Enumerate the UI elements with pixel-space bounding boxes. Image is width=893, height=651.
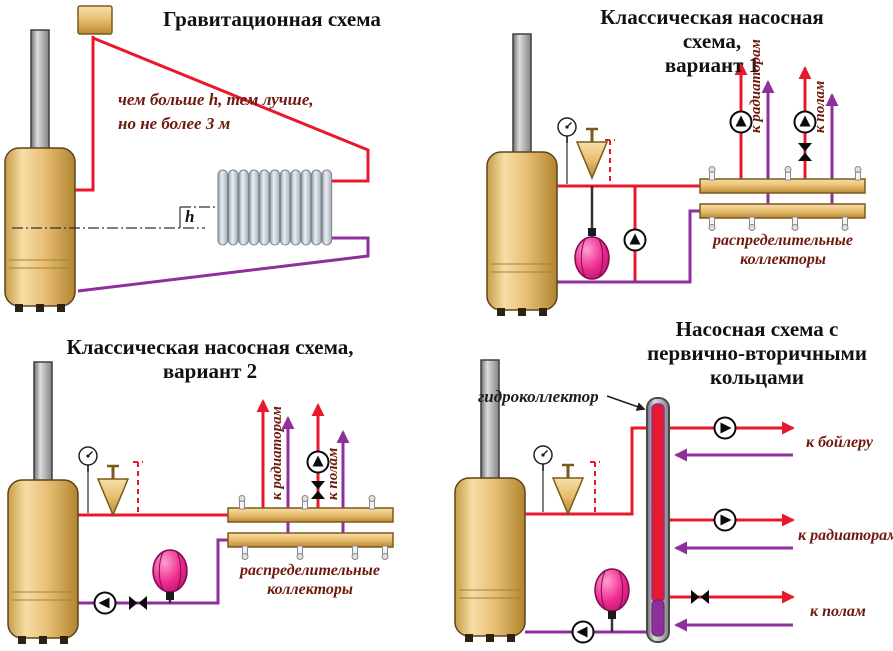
boiler-supply-pipe <box>525 426 650 516</box>
pressure-gauge-icon <box>78 446 98 473</box>
collector-caption-line2: коллекторы <box>267 581 353 598</box>
gravity-note-line1: чем больше h, тем лучше, <box>118 90 314 109</box>
ps-title-line1: Насосная схема с <box>676 317 839 341</box>
tank-fitting <box>166 592 174 600</box>
return-pipe <box>77 236 370 293</box>
collector-return-bar <box>699 203 866 219</box>
boiler <box>486 33 558 317</box>
pressure-gauge-icon <box>533 445 553 472</box>
boiler-pump-icon <box>571 620 595 644</box>
circulation-pump-icon <box>623 228 647 252</box>
hydro-collector-core <box>651 403 665 603</box>
supply-slope-pipe <box>92 36 370 183</box>
gravity-scheme-panel: h Гравитационная схема чем больше h, тем… <box>4 5 381 313</box>
tank-fitting <box>588 228 596 236</box>
boiler <box>4 29 76 313</box>
ps-title-line3: кольцами <box>710 365 804 389</box>
collector-caption-line1: распределительные <box>711 232 853 249</box>
variant1-title-line2: схема, <box>683 29 741 53</box>
pump-scheme-variant1-panel: Классическая насосная схема, вариант 1 к… <box>486 5 866 317</box>
gravity-title: Гравитационная схема <box>163 7 381 31</box>
variant1-title-line1: Классическая насосная <box>600 5 824 29</box>
radiator <box>217 169 333 246</box>
hydro-collector-label: гидроколлектор <box>478 387 599 406</box>
supply-pipe <box>75 36 95 192</box>
variant2-title-line1: Классическая насосная схема, <box>66 335 353 359</box>
variant1-title-line3: вариант 1 <box>665 53 759 77</box>
collector-caption-line1: распределительные <box>238 562 380 579</box>
boiler-return-pipe <box>557 209 700 284</box>
boiler-return-pipe <box>78 538 228 605</box>
to-radiators-label: к радиаторам <box>269 406 285 500</box>
to-floors-label: к полам <box>325 448 341 500</box>
pump-scheme-variant2-panel: Классическая насосная схема, вариант 2 к… <box>7 335 394 645</box>
gravity-note-line2: но не более 3 м <box>118 114 231 133</box>
expansion-tank-membrane <box>152 549 188 593</box>
height-label: h <box>185 207 194 226</box>
boiler <box>7 361 79 645</box>
air-separator-funnel <box>96 463 130 517</box>
radiators-pump-icon <box>713 508 737 532</box>
boiler-circuit-pump-icon <box>713 416 737 440</box>
ps-title-line2: первично-вторичными <box>647 341 867 365</box>
height-dimension: h <box>12 206 216 229</box>
pressure-gauge-icon <box>557 117 577 144</box>
collector-caption-line2: коллекторы <box>740 251 826 268</box>
expansion-tank-membrane <box>594 568 630 612</box>
variant2-title-line2: вариант 2 <box>163 359 257 383</box>
to-floors-label: к полам <box>810 603 866 620</box>
collector-return-bar <box>227 532 394 548</box>
air-separator-funnel <box>551 462 585 516</box>
hydro-collector-core-bottom <box>651 599 665 637</box>
collector-valve-stubs <box>708 166 862 231</box>
to-floors-label: к полам <box>812 81 828 133</box>
to-boiler-label: к бойлеру <box>806 434 874 451</box>
collector-supply-bar <box>227 507 394 523</box>
hydro-pointer-line <box>606 395 646 411</box>
collector-supply-bar <box>699 178 866 194</box>
to-radiators-label: к радиаторам <box>798 527 893 544</box>
expansion-tank <box>77 5 113 35</box>
tank-fitting <box>608 611 616 619</box>
air-separator-funnel <box>575 126 609 180</box>
circulation-pump-icon <box>93 591 117 615</box>
collector-valve-stubs <box>238 495 389 560</box>
to-radiators-label: к радиаторам <box>748 39 764 133</box>
primary-secondary-panel: Насосная схема с первично-вторичными кол… <box>454 317 893 644</box>
expansion-tank-membrane <box>574 236 610 280</box>
